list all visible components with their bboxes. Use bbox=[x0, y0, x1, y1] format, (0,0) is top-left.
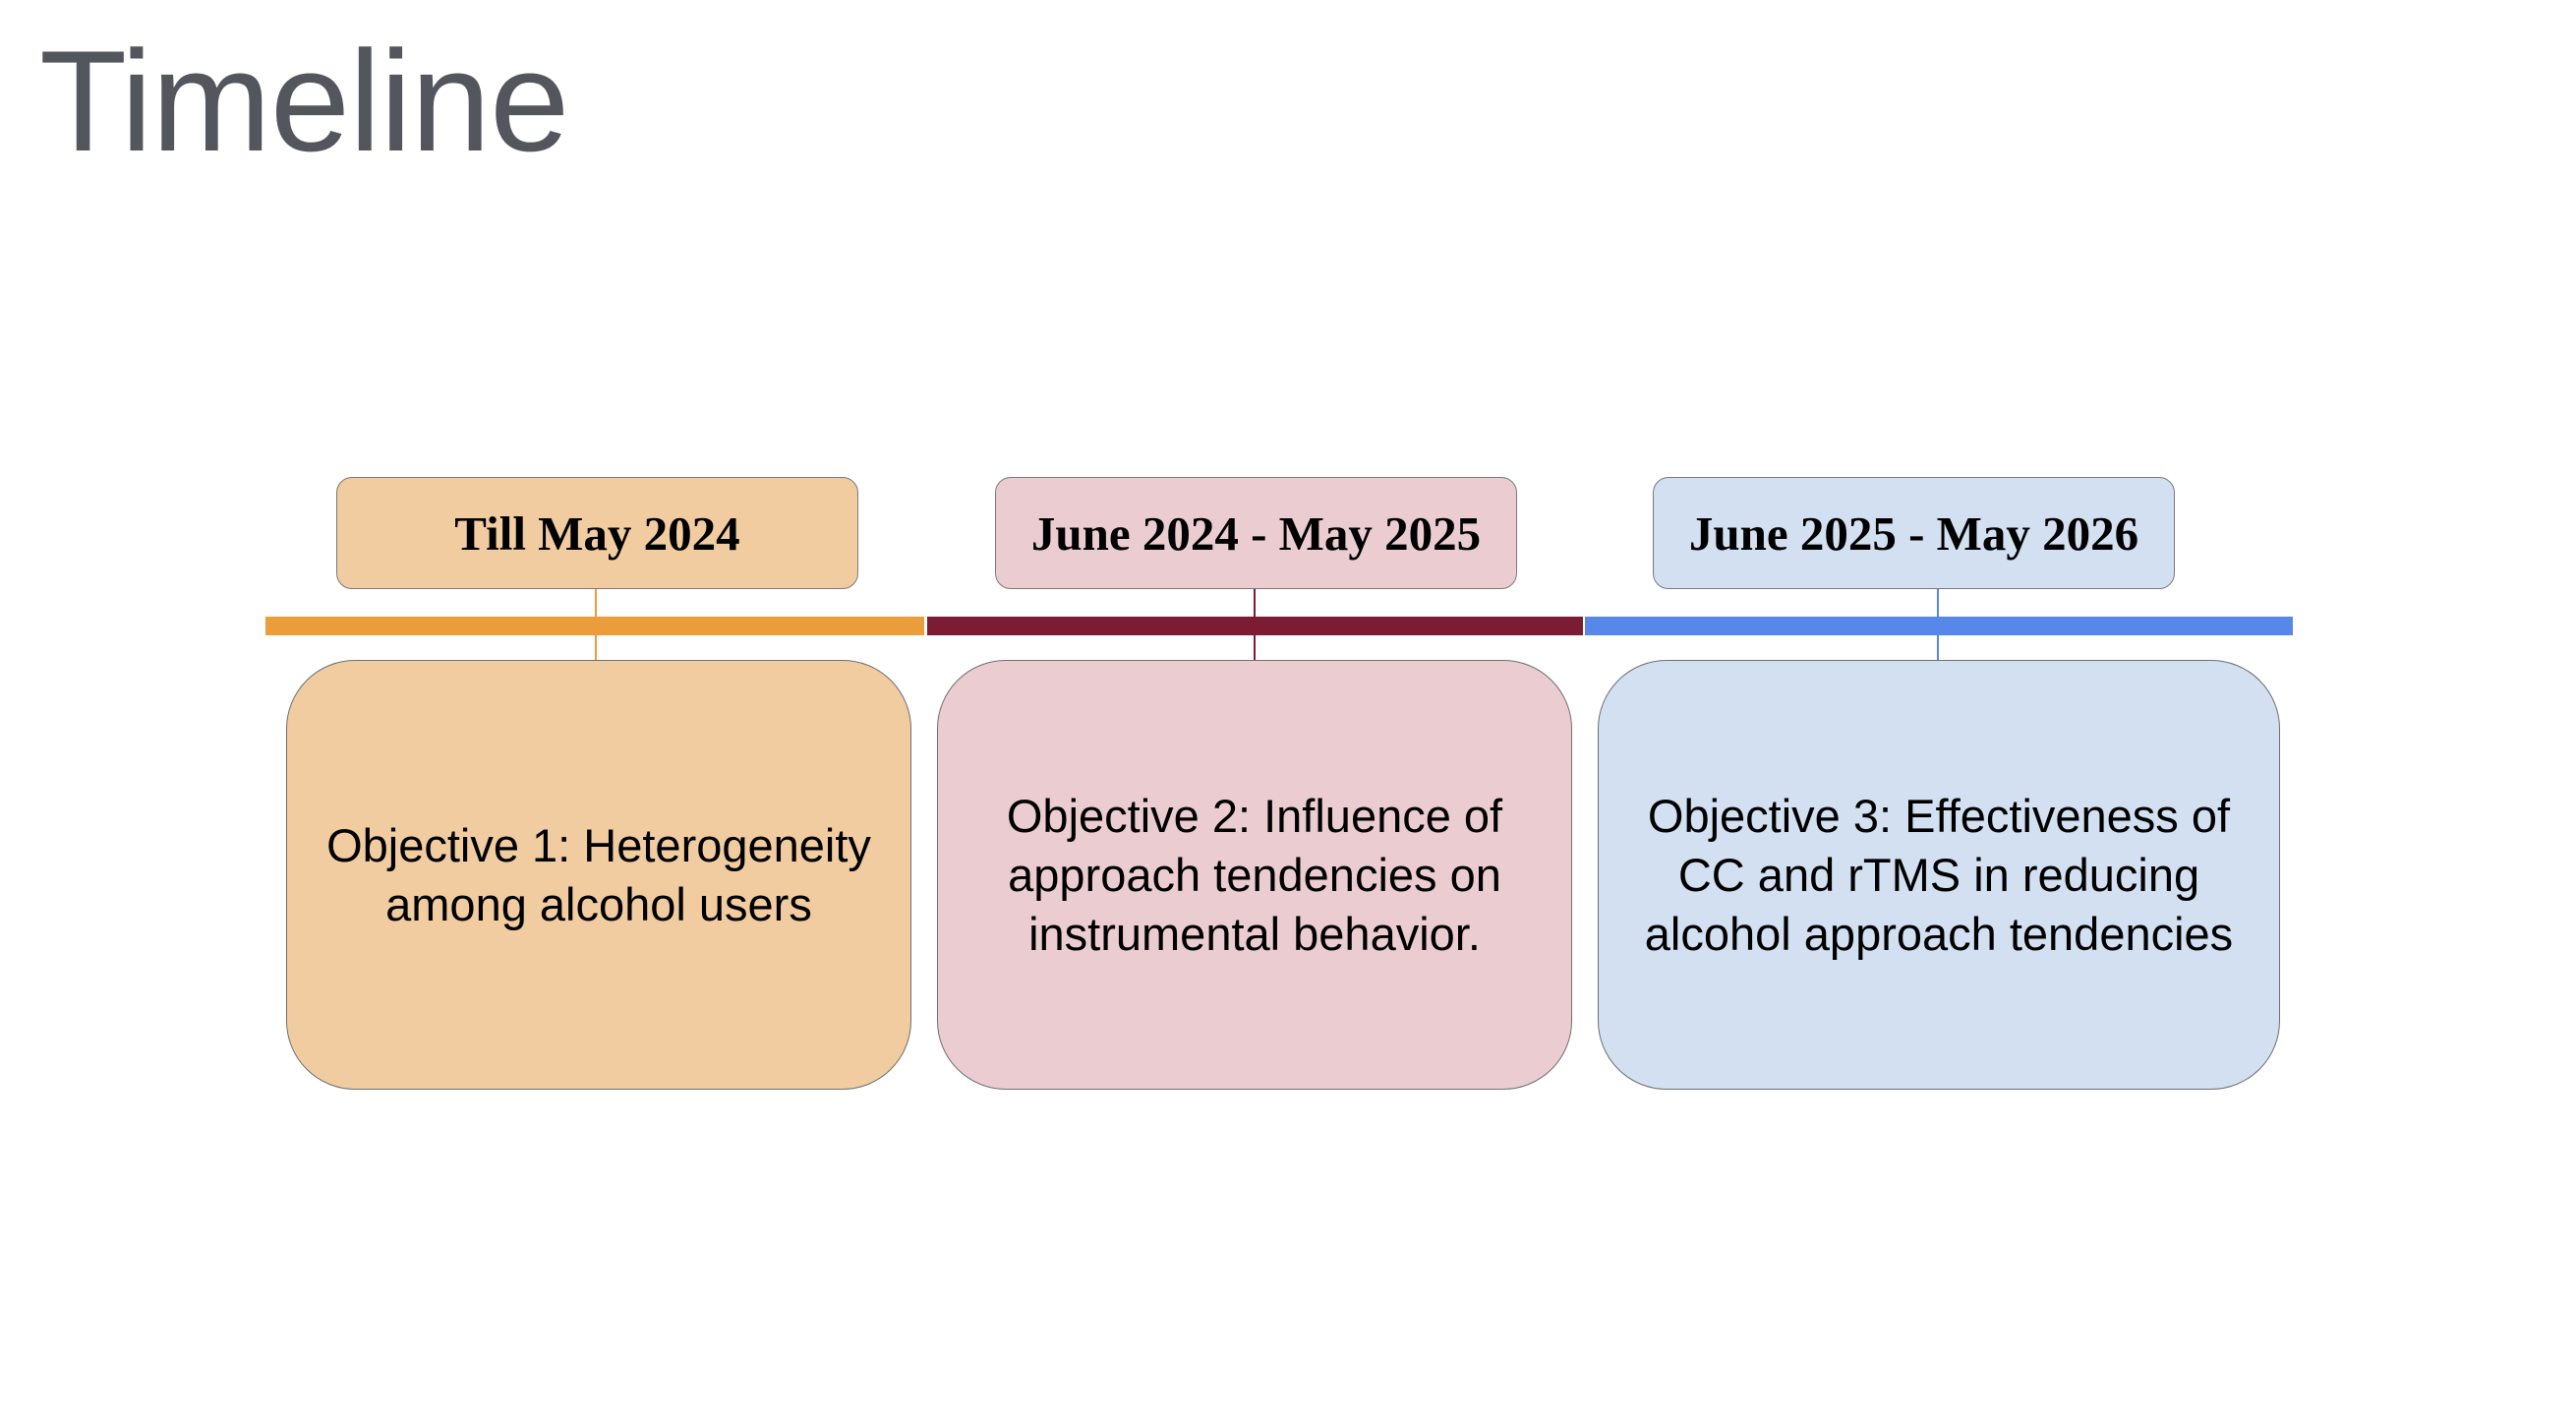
slide-title: Timeline bbox=[39, 21, 569, 181]
phase-1-objective-card: Objective 1: Heterogeneity among alcohol… bbox=[286, 660, 911, 1090]
phase-1-timeline-bar bbox=[265, 617, 924, 635]
phase-3-objective-text: Objective 3: Effectiveness of CC and rTM… bbox=[1644, 789, 2234, 960]
phase-3-objective-card: Objective 3: Effectiveness of CC and rTM… bbox=[1598, 660, 2280, 1090]
phase-3-period-text: June 2025 - May 2026 bbox=[1688, 506, 2139, 561]
phase-3-timeline-bar bbox=[1585, 617, 2293, 635]
phase-2-objective-card: Objective 2: Influence of approach tende… bbox=[937, 660, 1572, 1090]
phase-1-period-label: Till May 2024 bbox=[336, 477, 858, 589]
phase-2-period-label: June 2024 - May 2025 bbox=[995, 477, 1517, 589]
phase-2-timeline-bar bbox=[927, 617, 1583, 635]
phase-1-objective-text: Objective 1: Heterogeneity among alcohol… bbox=[326, 818, 871, 930]
phase-1-period-text: Till May 2024 bbox=[454, 506, 740, 561]
phase-3-period-label: June 2025 - May 2026 bbox=[1653, 477, 2175, 589]
phase-2-objective-text: Objective 2: Influence of approach tende… bbox=[1006, 789, 1503, 960]
phase-2-period-text: June 2024 - May 2025 bbox=[1030, 506, 1482, 561]
